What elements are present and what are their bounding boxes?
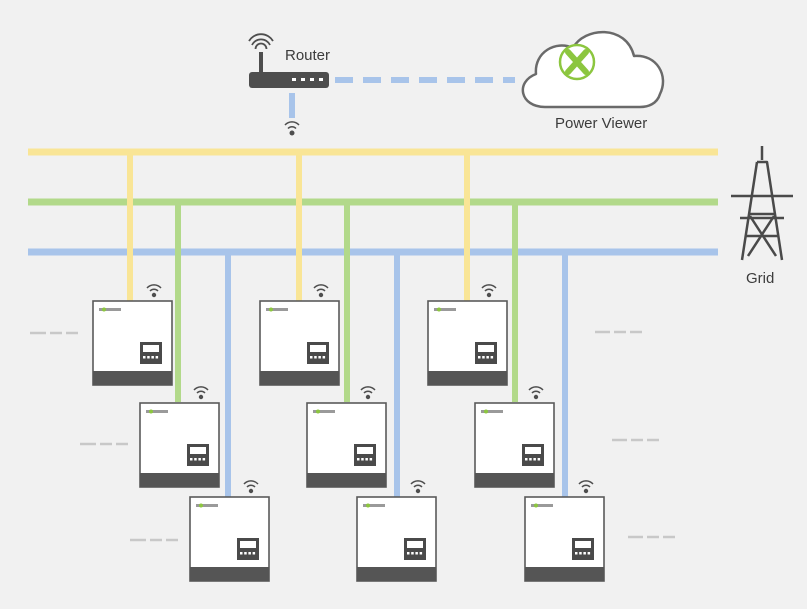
luxpower-logo [313,409,335,414]
transmission-tower-icon [731,146,793,261]
display-panel [475,342,497,364]
inverter-unit [524,480,605,582]
wifi-icon [360,386,376,400]
display-panel [237,538,259,560]
display-panel [522,444,544,466]
wifi-icon [193,386,209,400]
display-panel [404,538,426,560]
inverter-unit [356,480,437,582]
display-panel [140,342,162,364]
wifi-icon [313,284,329,298]
luxpower-logo [196,503,218,508]
display-panel [572,538,594,560]
inverter-unit [427,284,508,386]
luxpower-logo [146,409,168,414]
power-viewer-label: Power Viewer [555,115,648,132]
display-panel [354,444,376,466]
luxpower-logo [481,409,503,414]
luxpower-logo [434,307,456,312]
display-panel [307,342,329,364]
wifi-icon [528,386,544,400]
router-icon [248,33,329,88]
wifi-icon [481,284,497,298]
more-units-dashes [30,330,675,542]
luxpower-logo [363,503,385,508]
display-panel [187,444,209,466]
wifi-icon [410,480,426,494]
inverter-unit [259,284,340,386]
inverter-unit [306,386,387,488]
inverter-unit [189,480,270,582]
inverter-group [92,284,605,582]
router-label: Router [285,47,331,64]
x-logo-icon [558,43,596,81]
luxpower-logo [266,307,288,312]
inverter-unit [474,386,555,488]
inverter-unit [139,386,220,488]
grid-label: Grid [746,270,775,287]
wifi-icon [578,480,594,494]
luxpower-logo [99,307,121,312]
wifi-icon [284,121,300,136]
wifi-icon [146,284,162,298]
inverter-unit [92,284,173,386]
luxpower-logo [531,503,553,508]
wifi-icon [243,480,259,494]
